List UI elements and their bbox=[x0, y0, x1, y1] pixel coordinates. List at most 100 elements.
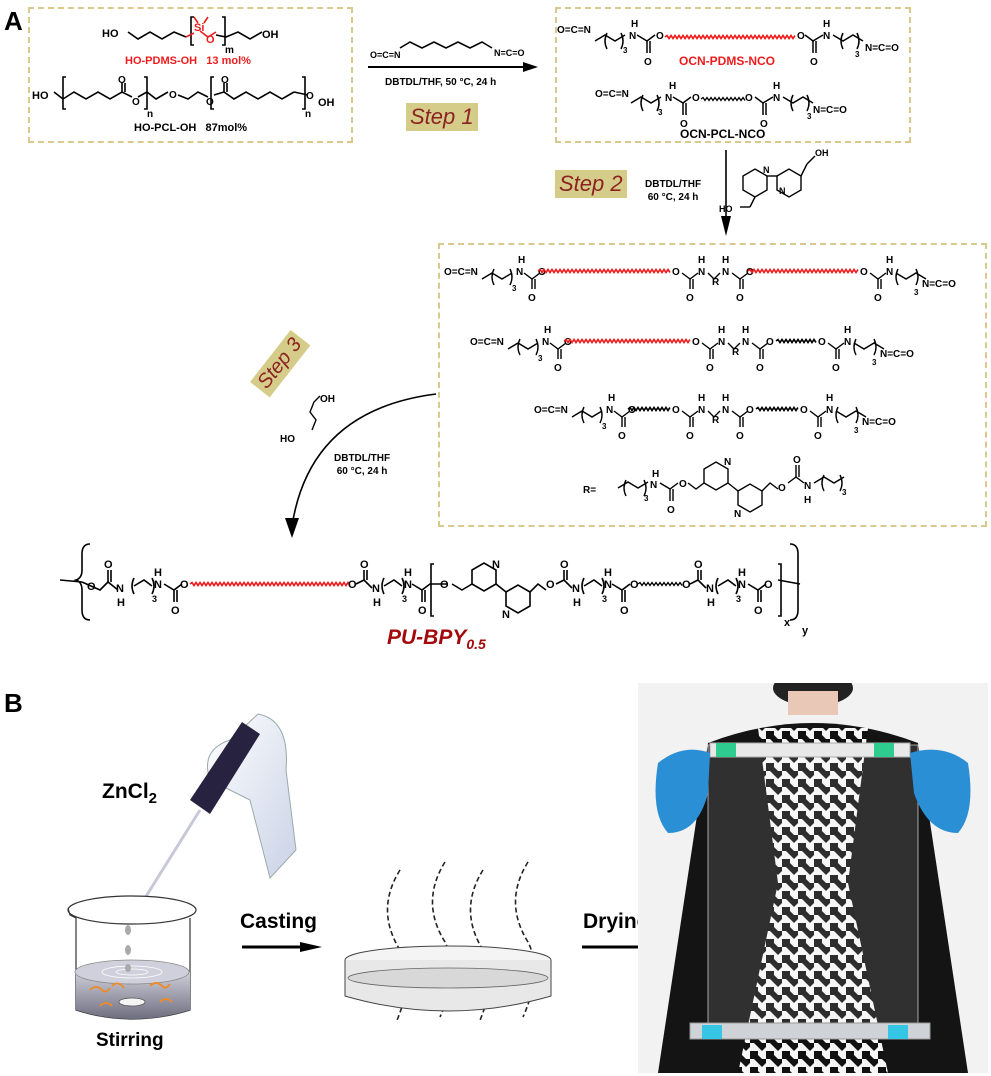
panel-a-label: A bbox=[4, 6, 23, 36]
svg-text:3: 3 bbox=[842, 488, 847, 497]
casting-label: Casting bbox=[240, 910, 318, 933]
svg-text:O: O bbox=[778, 483, 786, 494]
film-photo bbox=[638, 683, 988, 1073]
svg-text:O: O bbox=[418, 605, 427, 617]
pdms-repeat: m bbox=[225, 45, 234, 56]
svg-text:N=C=O: N=C=O bbox=[813, 105, 847, 116]
svg-text:O: O bbox=[686, 293, 694, 304]
svg-text:O: O bbox=[560, 559, 569, 571]
pdms-o: O bbox=[206, 34, 215, 46]
pcl-end-right: OH bbox=[318, 97, 335, 109]
stir-bar bbox=[118, 997, 146, 1007]
svg-text:N: N bbox=[665, 93, 672, 104]
svg-text:N: N bbox=[724, 457, 731, 468]
svg-text:N: N bbox=[604, 579, 612, 591]
svg-text:3: 3 bbox=[644, 494, 649, 503]
product-name: PU-BPY0.5 bbox=[387, 626, 486, 653]
step1-conditions: DBTDL/THF, 50 °C, 24 h bbox=[385, 77, 497, 88]
pipette-hand bbox=[138, 713, 297, 907]
svg-text:O: O bbox=[874, 293, 882, 304]
svg-text:N: N bbox=[823, 31, 830, 42]
svg-text:N: N bbox=[542, 337, 549, 348]
svg-text:3: 3 bbox=[602, 594, 607, 604]
svg-text:O: O bbox=[800, 405, 808, 416]
svg-text:O: O bbox=[360, 559, 369, 571]
intermediate-structures: O=C=N HN OO 3 OO HN 3 N=C=O O=C=N HN OO … bbox=[557, 19, 899, 130]
step2-conditions: DBTDL/THF 60 °C, 24 h bbox=[645, 179, 702, 203]
svg-text:N: N bbox=[886, 267, 893, 278]
reactants-box bbox=[28, 7, 353, 143]
svg-text:H: H bbox=[722, 393, 729, 404]
svg-text:H: H bbox=[844, 325, 851, 336]
svg-text:3: 3 bbox=[872, 358, 877, 367]
svg-text:O: O bbox=[169, 90, 177, 101]
svg-text:O: O bbox=[746, 267, 754, 278]
svg-text:N: N bbox=[706, 583, 714, 595]
svg-text:O: O bbox=[656, 31, 664, 42]
step1-arrow: O=C=N N=C=O bbox=[368, 41, 538, 72]
casting-arrow bbox=[242, 942, 322, 952]
r-label: R= bbox=[583, 485, 596, 496]
svg-text:3: 3 bbox=[402, 594, 407, 604]
svg-text:N: N bbox=[779, 186, 786, 196]
svg-text:O: O bbox=[860, 267, 868, 278]
pcl-chain-wave bbox=[700, 96, 746, 102]
svg-text:3: 3 bbox=[512, 284, 517, 293]
svg-text:O: O bbox=[814, 431, 822, 442]
svg-text:R: R bbox=[732, 347, 740, 358]
zncl2-label: ZnCl2 bbox=[102, 780, 157, 808]
svg-text:3: 3 bbox=[854, 426, 859, 435]
ocn-pcl-nco-label: OCN-PCL-NCO bbox=[680, 127, 766, 141]
svg-text:H: H bbox=[886, 255, 893, 266]
svg-text:O=C=N: O=C=N bbox=[470, 337, 504, 348]
butanediol-structure bbox=[309, 395, 321, 431]
pcl-structure bbox=[53, 76, 309, 110]
repeat-y: y bbox=[802, 625, 809, 637]
svg-text:R: R bbox=[712, 277, 720, 288]
svg-text:N: N bbox=[718, 337, 725, 348]
svg-text:H: H bbox=[742, 325, 749, 336]
step1-badge: Step 1 bbox=[406, 103, 478, 131]
pdms-chain-wave bbox=[664, 34, 796, 40]
svg-text:N: N bbox=[516, 267, 523, 278]
svg-text:O: O bbox=[206, 97, 214, 108]
svg-text:3: 3 bbox=[807, 112, 812, 121]
pcl-repeat-2: n bbox=[305, 109, 311, 120]
svg-text:O: O bbox=[736, 431, 744, 442]
svg-text:O: O bbox=[348, 579, 357, 591]
svg-text:H: H bbox=[154, 567, 162, 579]
svg-text:3: 3 bbox=[602, 422, 607, 431]
svg-text:O: O bbox=[797, 31, 805, 42]
svg-text:3: 3 bbox=[855, 50, 860, 59]
svg-text:H: H bbox=[518, 255, 525, 266]
svg-text:O: O bbox=[692, 337, 700, 348]
svg-text:O: O bbox=[221, 75, 229, 86]
svg-text:3: 3 bbox=[538, 354, 543, 363]
ruler-top bbox=[709, 742, 911, 758]
svg-text:H: H bbox=[117, 597, 125, 609]
svg-text:H: H bbox=[544, 325, 551, 336]
svg-text:N: N bbox=[826, 405, 833, 416]
pdms-name: HO-PDMS-OH 13 mol% bbox=[125, 55, 251, 67]
svg-text:N: N bbox=[650, 480, 657, 491]
svg-text:O: O bbox=[620, 605, 629, 617]
repeat-x: x bbox=[784, 617, 791, 629]
svg-text:N: N bbox=[734, 509, 741, 520]
glove-right bbox=[910, 749, 971, 833]
svg-text:HO: HO bbox=[719, 204, 733, 214]
svg-text:O: O bbox=[118, 75, 126, 86]
svg-text:O: O bbox=[818, 337, 826, 348]
clip-top-right bbox=[874, 743, 894, 757]
svg-text:H: H bbox=[804, 495, 811, 506]
svg-text:O: O bbox=[686, 431, 694, 442]
svg-text:N: N bbox=[763, 165, 770, 175]
svg-text:3: 3 bbox=[152, 594, 157, 604]
svg-text:N: N bbox=[116, 583, 124, 595]
svg-text:O: O bbox=[760, 119, 768, 130]
svg-text:O: O bbox=[810, 57, 818, 68]
beaker bbox=[67, 895, 197, 1020]
svg-text:H: H bbox=[826, 393, 833, 404]
svg-text:H: H bbox=[698, 393, 705, 404]
pdms-structure bbox=[127, 16, 263, 46]
step3-arrow-and-diol: OH HO bbox=[280, 393, 437, 538]
